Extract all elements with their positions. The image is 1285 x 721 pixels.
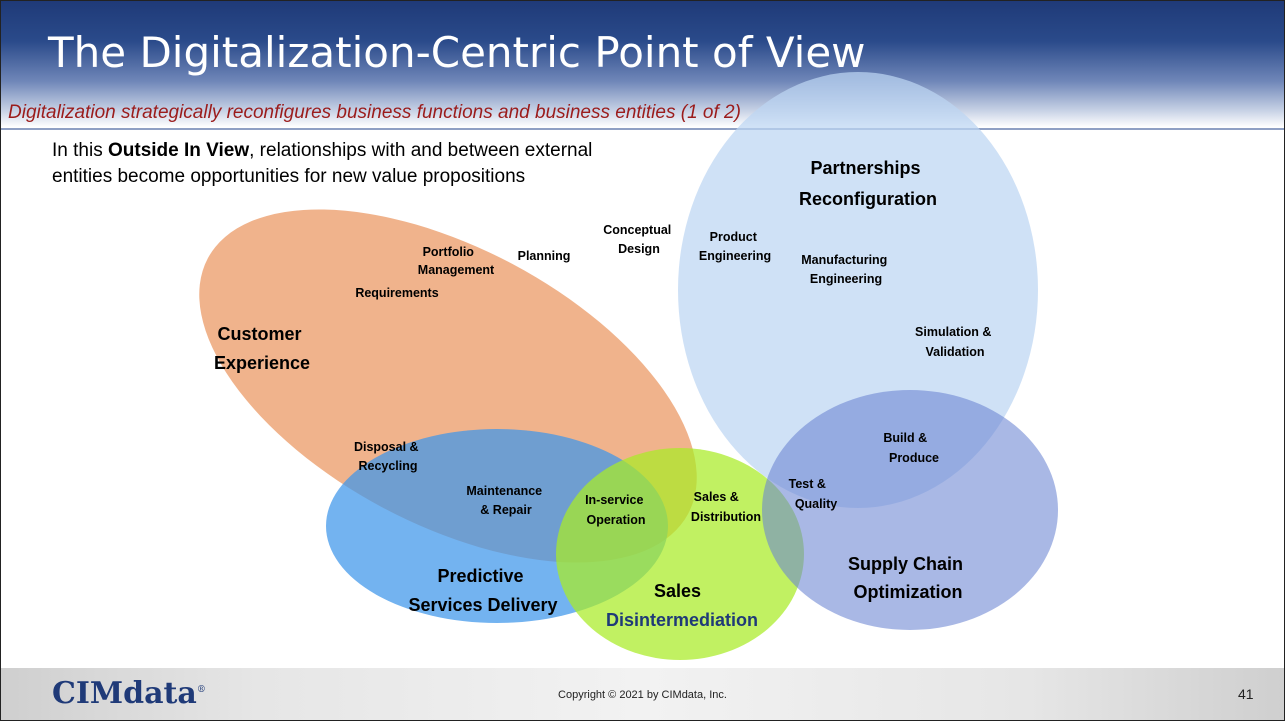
in-service-label: In-service Operation	[585, 493, 647, 527]
conceptual-line1: Conceptual	[603, 223, 671, 237]
portfolio-line2: Management	[418, 263, 495, 277]
sales-dist-label: Sales & Distribution	[691, 490, 761, 524]
sales-line2: Disintermediation	[606, 610, 758, 630]
supply-chain-ellipse	[762, 390, 1058, 630]
product-eng-line1: Product	[710, 230, 758, 244]
intro-emphasis: Outside In View	[107, 140, 250, 161]
logo-text: CIMdata	[52, 676, 197, 711]
mfg-eng-label: Manufacturing Engineering	[801, 253, 891, 286]
portfolio-label: Portfolio Management	[418, 245, 495, 277]
maintenance-line2: & Repair	[480, 503, 532, 517]
requirements-label: Requirements	[355, 286, 438, 300]
footer-band	[1, 668, 1284, 720]
test-line2: Quality	[795, 497, 837, 511]
predictive-line1: Predictive	[437, 566, 523, 586]
portfolio-line1: Portfolio	[423, 245, 475, 259]
copyright-text: Copyright © 2021 by CIMdata, Inc.	[558, 689, 727, 701]
build-line2: Produce	[889, 451, 939, 465]
cimdata-logo: CIMdata®	[52, 676, 206, 711]
page-number: 41	[1238, 686, 1254, 702]
intro-text: In this Outside In View, relationships w…	[52, 138, 612, 190]
sim-val-line2: Validation	[925, 345, 984, 359]
in-service-line2: Operation	[586, 513, 645, 527]
sales-dist-line1: Sales &	[694, 490, 739, 504]
disposal-label: Disposal & Recycling	[354, 440, 422, 473]
customer-experience-label: Customer Experience	[214, 324, 310, 373]
conceptual-label: Conceptual Design	[603, 223, 675, 256]
test-line1: Test &	[789, 477, 826, 491]
sales-label: Sales Disintermediation	[606, 581, 758, 630]
customer-experience-line2: Experience	[214, 353, 310, 373]
in-service-line1: In-service	[585, 493, 643, 507]
disposal-line1: Disposal &	[354, 440, 419, 454]
customer-experience-line1: Customer	[217, 324, 301, 344]
supply-chain-label: Supply Chain Optimization	[848, 554, 968, 602]
sim-val-line1: Simulation &	[915, 325, 991, 339]
product-eng-line2: Engineering	[699, 249, 771, 263]
sales-dist-line2: Distribution	[691, 510, 761, 524]
header-divider	[1, 128, 1284, 130]
predictive-label: Predictive Services Delivery	[408, 566, 557, 615]
slide-title: The Digitalization-Centric Point of View	[48, 28, 866, 77]
partnerships-label: Partnerships Reconfiguration	[799, 158, 937, 209]
supply-chain-line2: Optimization	[854, 582, 963, 602]
intro-prefix: In this	[52, 140, 108, 161]
intro-suffix: , relationships with and between externa…	[52, 140, 593, 187]
planning-label: Planning	[518, 249, 571, 263]
planning-line1: Planning	[518, 249, 571, 263]
maintenance-line1: Maintenance	[466, 484, 542, 498]
disposal-line2: Recycling	[358, 459, 417, 473]
build-label: Build & Produce	[883, 431, 939, 465]
slide-subtitle: Digitalization strategically reconfigure…	[8, 102, 741, 123]
logo-registered-mark: ®	[196, 685, 206, 695]
supply-chain-line1: Supply Chain	[848, 554, 963, 574]
header-band	[1, 1, 1284, 127]
partnerships-line2: Reconfiguration	[799, 189, 937, 209]
build-line1: Build &	[883, 431, 927, 445]
mfg-eng-line1: Manufacturing	[801, 253, 887, 267]
test-label: Test & Quality	[789, 477, 838, 511]
sim-val-label: Simulation & Validation	[915, 325, 995, 359]
mfg-eng-line2: Engineering	[810, 272, 882, 286]
requirements-line1: Requirements	[355, 286, 438, 300]
sales-line1: Sales	[654, 581, 701, 601]
maintenance-label: Maintenance & Repair	[466, 484, 545, 517]
conceptual-line2: Design	[618, 242, 660, 256]
product-eng-label: Product Engineering	[699, 230, 771, 263]
predictive-line2: Services Delivery	[408, 595, 557, 615]
sales-ellipse	[556, 448, 804, 660]
partnerships-line1: Partnerships	[810, 158, 920, 178]
